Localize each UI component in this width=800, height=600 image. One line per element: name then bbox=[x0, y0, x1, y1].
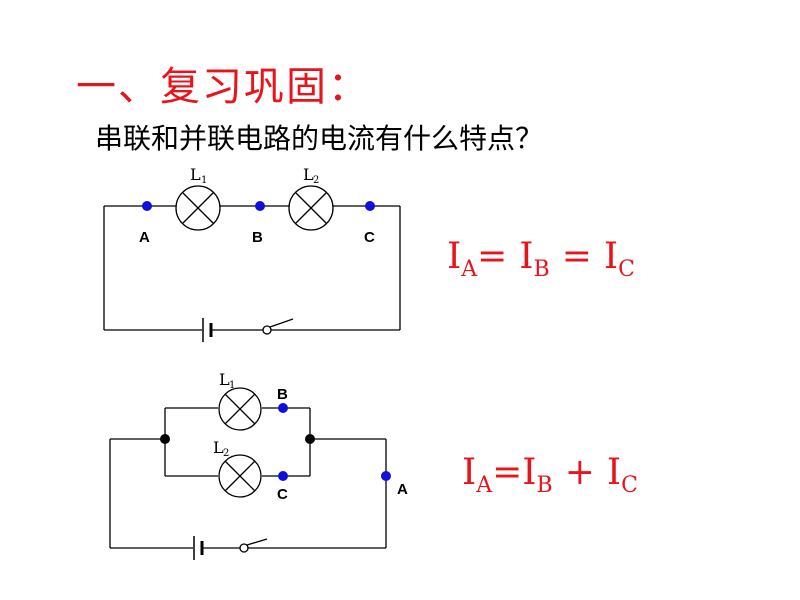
parallel-point-c-dot bbox=[278, 471, 288, 481]
series-point-a-label: A bbox=[139, 229, 150, 246]
parallel-lamp-1-label: L bbox=[219, 370, 230, 389]
series-lamp-2-sub: 2 bbox=[313, 175, 319, 186]
parallel-current-formula: IA=IB+IC bbox=[462, 452, 638, 498]
series-lamp-2-label: L bbox=[303, 165, 314, 184]
parallel-lamp-1-sub: 1 bbox=[229, 380, 235, 391]
parallel-junction-left bbox=[160, 434, 170, 444]
parallel-point-a-dot bbox=[381, 471, 391, 481]
question-text: 串联和并联电路的电流有什么特点？ bbox=[95, 122, 544, 155]
series-circuit bbox=[103, 205, 401, 331]
parallel-lamp-1 bbox=[218, 387, 262, 431]
slide-title: 一、复习巩固： bbox=[76, 64, 370, 110]
parallel-point-c-label: C bbox=[277, 486, 288, 503]
parallel-lamp-2-label: L bbox=[213, 438, 224, 457]
series-lamp-1 bbox=[175, 185, 221, 231]
parallel-lamp-2-sub: 2 bbox=[223, 448, 229, 459]
parallel-point-a-label: A bbox=[397, 481, 408, 498]
parallel-point-b-label: B bbox=[277, 386, 288, 403]
parallel-switch bbox=[239, 538, 268, 553]
series-point-b-dot bbox=[255, 201, 265, 211]
series-point-a-dot bbox=[142, 201, 152, 211]
series-point-c-dot bbox=[365, 201, 375, 211]
series-switch bbox=[262, 318, 294, 335]
parallel-junction-right bbox=[305, 434, 315, 444]
series-battery bbox=[202, 318, 213, 342]
series-lamp-1-label: L bbox=[190, 165, 201, 184]
parallel-lamp-2 bbox=[218, 454, 262, 498]
series-point-c-label: C bbox=[364, 229, 375, 246]
series-lamp-1-sub: 1 bbox=[201, 175, 207, 186]
series-point-b-label: B bbox=[252, 229, 263, 246]
parallel-point-b-dot bbox=[278, 403, 288, 413]
series-lamp-2 bbox=[288, 185, 334, 231]
series-current-formula: IA=IB=IC bbox=[447, 236, 635, 282]
parallel-battery bbox=[193, 536, 204, 560]
